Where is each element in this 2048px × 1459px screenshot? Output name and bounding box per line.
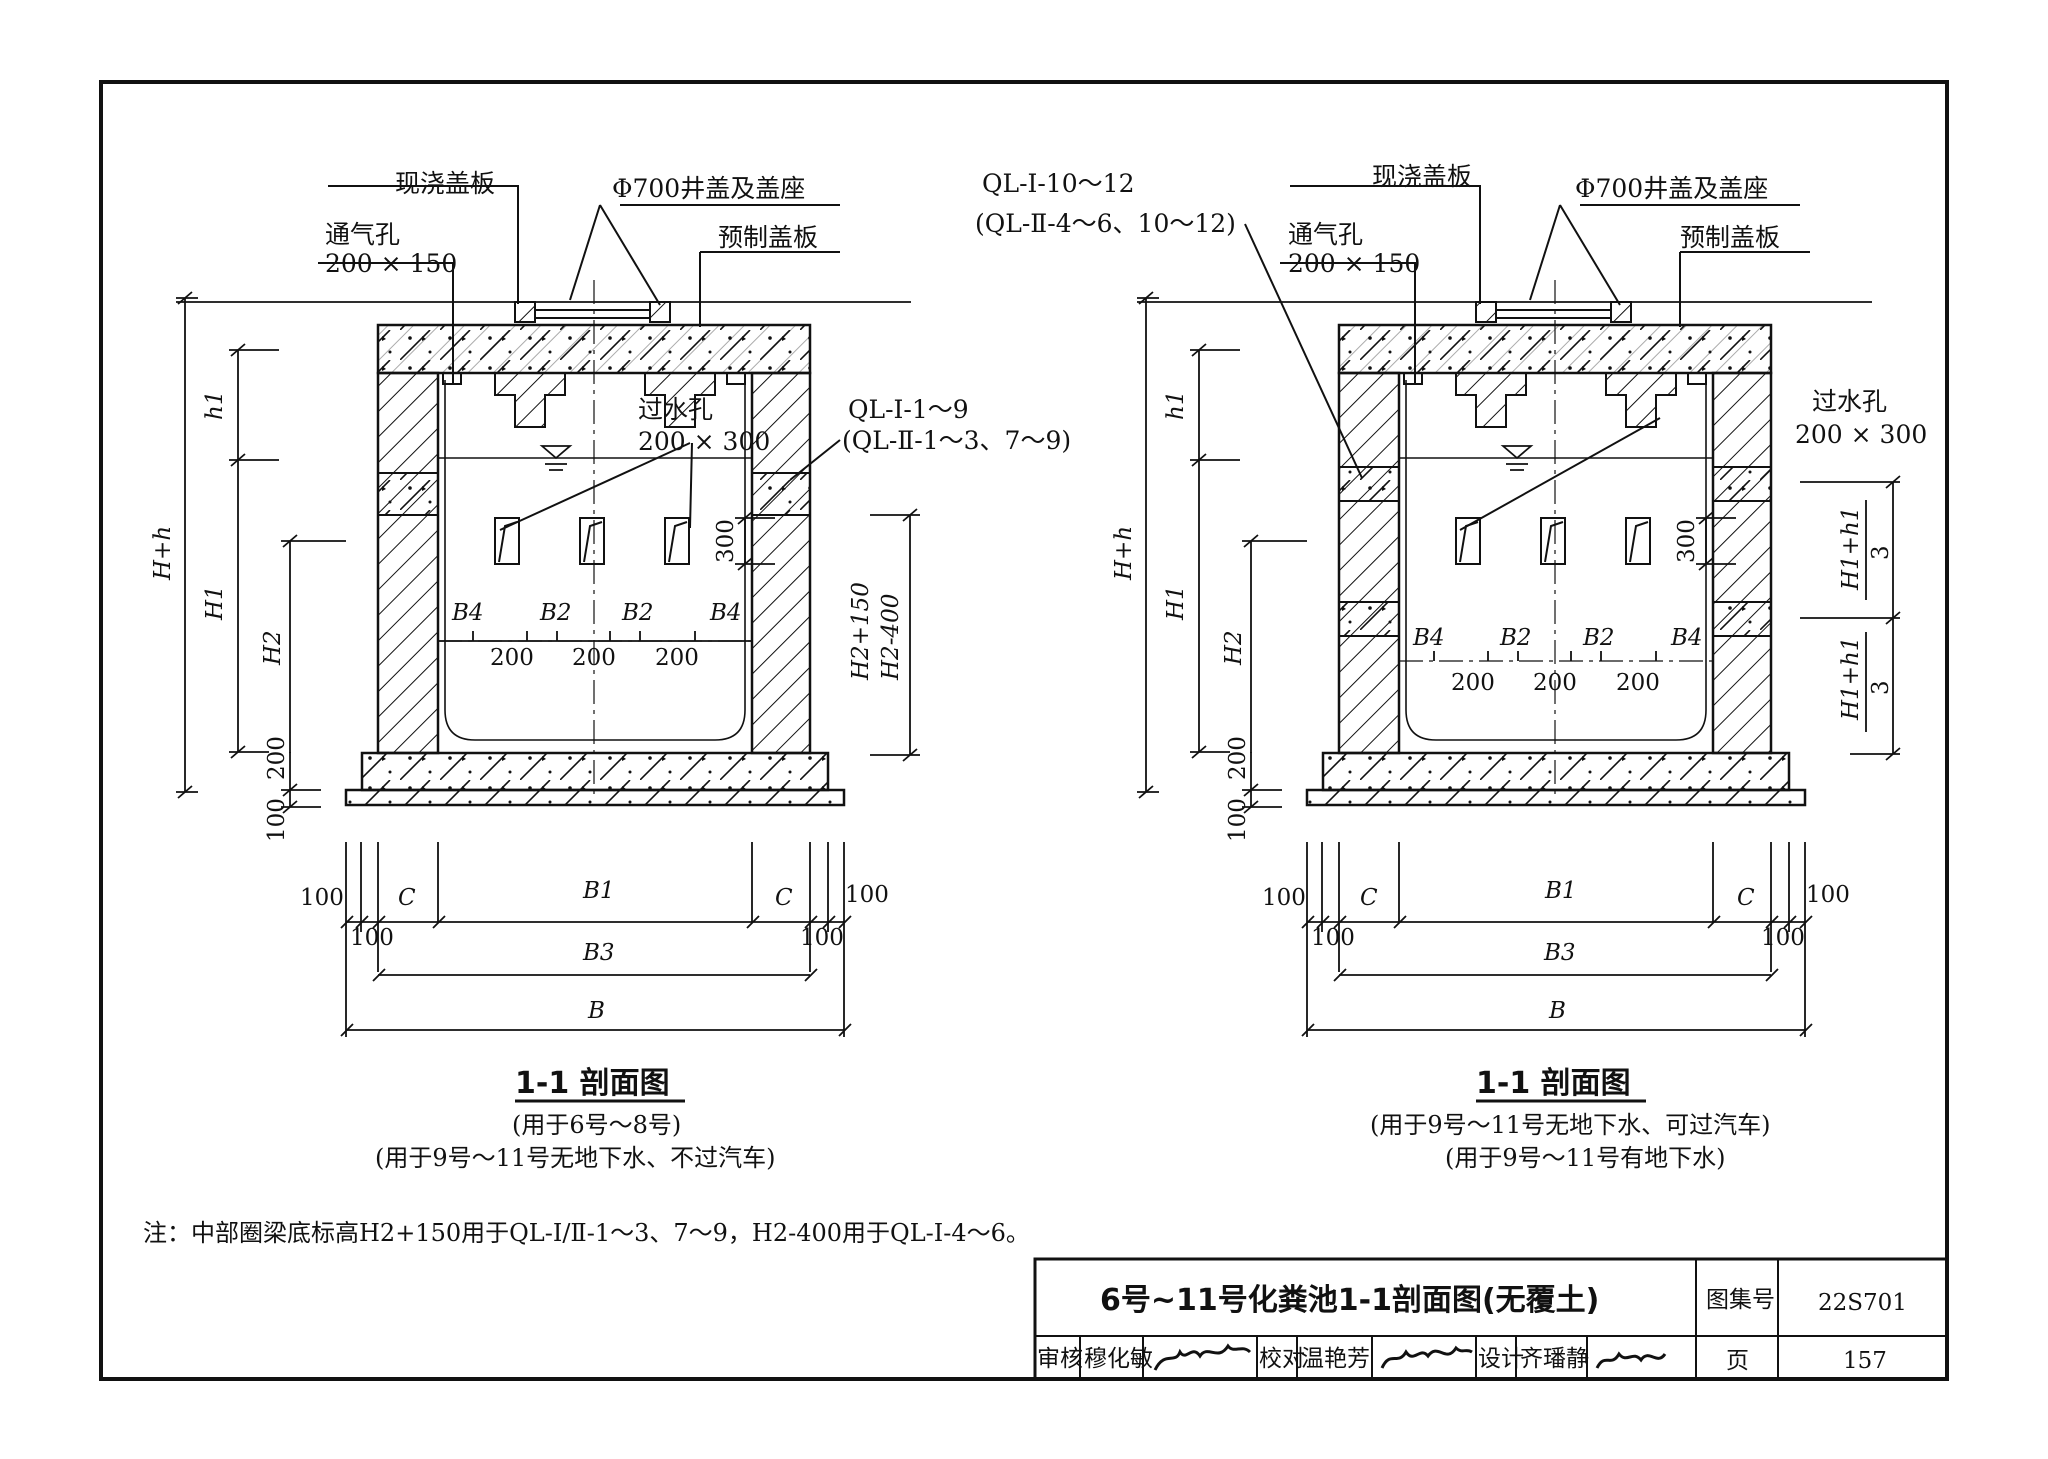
atlas-label: 图集号 [1706, 1287, 1775, 1313]
right-dim-H2: H2 [1221, 630, 1247, 666]
right-dim-frac-num-2: H1+h1 [1838, 637, 1864, 721]
right-label-precast-slab: 预制盖板 [1680, 223, 1780, 252]
sheet-border [99, 80, 1949, 1381]
title-block-title: 6号~11号化粪池1-1剖面图(无覆土) [1100, 1283, 1599, 1318]
left-dim-200v: 200 [264, 736, 290, 780]
left-label-manhole: Φ700井盖及盖座 [612, 174, 805, 203]
right-dim-B3: B3 [1543, 940, 1576, 966]
right-caption-line2: (用于9号～11号有地下水) [1445, 1144, 1726, 1172]
left-caption-line1: (用于6号～8号) [512, 1111, 681, 1139]
left-section-drawing: 现浇盖板 Φ700井盖及盖座 通气孔 200 × 150 预制盖板 过水孔 20… [150, 169, 1071, 1172]
left-dim-H-h: H+h [150, 526, 176, 581]
left-dim-H1: H1 [202, 585, 228, 621]
design-label: 设计 [1478, 1346, 1524, 1372]
left-dim-200a: 200 [490, 645, 534, 671]
left-dim-100v: 100 [264, 798, 290, 842]
title-block: 6号~11号化粪池1-1剖面图(无覆土) 图集号 22S701 审核 穆化敏 校… [1033, 1257, 1949, 1381]
left-dim-B2b: B2 [621, 600, 654, 626]
right-dim-100-c: 100 [1806, 882, 1850, 908]
left-label-water-hole: 过水孔 [638, 395, 713, 424]
left-dim-H2: H2 [260, 630, 286, 666]
check-label: 校对 [1259, 1346, 1305, 1372]
right-dim-100-b: 100 [1311, 925, 1355, 951]
right-label-vent-hole: 通气孔 [1288, 220, 1363, 249]
designer-name: 齐璠静 [1520, 1346, 1589, 1372]
right-dim-frac-num-1: H1+h1 [1838, 507, 1864, 591]
left-label-water-hole-size: 200 × 300 [638, 427, 770, 456]
left-dim-100-c: 100 [845, 882, 889, 908]
right-label-vent-size: 200 × 150 [1288, 249, 1420, 278]
left-label-precast-slab: 预制盖板 [718, 223, 818, 252]
right-dim-H-h: H+h [1111, 526, 1137, 581]
right-dim-100-d: 100 [1761, 925, 1805, 951]
left-dim-100-a: 100 [300, 885, 344, 911]
left-dim-200b: 200 [572, 645, 616, 671]
review-label: 审核 [1037, 1346, 1083, 1372]
right-dim-C1: C [1360, 885, 1378, 911]
right-section-drawing: QL-Ⅰ-10～12 (QL-Ⅱ-4～6、10～12) 现浇盖板 Φ700井盖及… [975, 162, 1927, 1172]
reviewer-name: 穆化敏 [1084, 1346, 1153, 1372]
right-caption-title: 1-1 剖面图 [1476, 1066, 1631, 1101]
right-dim-B4a: B4 [1412, 625, 1445, 651]
left-caption-line2: (用于9号～11号无地下水、不过汽车) [375, 1144, 776, 1172]
right-dim-200c: 200 [1616, 670, 1660, 696]
left-dim-C1: C [398, 885, 416, 911]
page-label: 页 [1726, 1348, 1749, 1374]
left-dim-B2a: B2 [539, 600, 572, 626]
page-number: 157 [1843, 1348, 1887, 1374]
right-dim-B: B [1548, 998, 1566, 1024]
atlas-number: 22S701 [1818, 1290, 1907, 1316]
left-label-vent-size: 200 × 150 [325, 249, 457, 278]
checker-name: 温艳芳 [1301, 1346, 1370, 1372]
left-dim-h1: h1 [202, 391, 228, 420]
right-label-water-hole: 过水孔 [1812, 387, 1887, 416]
right-dim-B1: B1 [1544, 878, 1577, 904]
left-caption-title: 1-1 剖面图 [515, 1066, 670, 1101]
right-dim-B4b: B4 [1670, 625, 1703, 651]
left-dim-right-2: H2-400 [878, 594, 904, 681]
left-dim-B4a: B4 [451, 600, 484, 626]
right-label-cast-slab: 现浇盖板 [1372, 162, 1472, 191]
right-dim-100v: 100 [1225, 798, 1251, 842]
right-dim-300: 300 [1674, 519, 1700, 563]
right-dim-200b: 200 [1533, 670, 1577, 696]
left-dim-100-d: 100 [800, 925, 844, 951]
right-label-ql-top: QL-Ⅰ-10～12 [982, 169, 1135, 198]
left-dim-B: B [587, 998, 605, 1024]
reviewer-signature [1153, 1343, 1252, 1371]
right-dim-100-a: 100 [1262, 885, 1306, 911]
left-label-vent-hole: 通气孔 [325, 220, 400, 249]
left-dim-right-1: H2+150 [848, 582, 874, 681]
right-dim-H1: H1 [1163, 585, 1189, 621]
left-dim-B4b: B4 [709, 600, 742, 626]
left-dim-300: 300 [713, 519, 739, 563]
left-dim-C2: C [775, 885, 793, 911]
right-label-manhole: Φ700井盖及盖座 [1575, 174, 1768, 203]
right-caption-line1: (用于9号～11号无地下水、可过汽车) [1370, 1111, 1771, 1139]
left-dim-100-b: 100 [350, 925, 394, 951]
right-label-ql-top2: (QL-Ⅱ-4～6、10～12) [975, 209, 1236, 238]
left-label-ql-ref2: (QL-Ⅱ-1～3、7～9) [842, 426, 1071, 455]
left-dim-200c: 200 [655, 645, 699, 671]
right-label-water-hole-size: 200 × 300 [1795, 420, 1927, 449]
designer-signature [1595, 1351, 1667, 1369]
right-dim-h1: h1 [1163, 391, 1189, 420]
checker-signature [1380, 1345, 1473, 1369]
left-dim-B3: B3 [582, 940, 615, 966]
right-dim-200v: 200 [1225, 736, 1251, 780]
right-dim-frac-den-2: 3 [1868, 680, 1894, 695]
drawing-note: 注：中部圈梁底标高H2+150用于QL-Ⅰ/Ⅱ-1～3、7～9，H2-400用于… [143, 1219, 1030, 1247]
right-dim-frac-den-1: 3 [1868, 545, 1894, 560]
left-label-cast-slab: 现浇盖板 [395, 169, 495, 198]
left-dim-B1: B1 [582, 878, 615, 904]
right-dim-B2b: B2 [1582, 625, 1615, 651]
right-dim-C2: C [1737, 885, 1755, 911]
left-label-ql-ref: QL-Ⅰ-1～9 [848, 395, 969, 424]
right-dim-200a: 200 [1451, 670, 1495, 696]
right-dim-B2a: B2 [1499, 625, 1532, 651]
